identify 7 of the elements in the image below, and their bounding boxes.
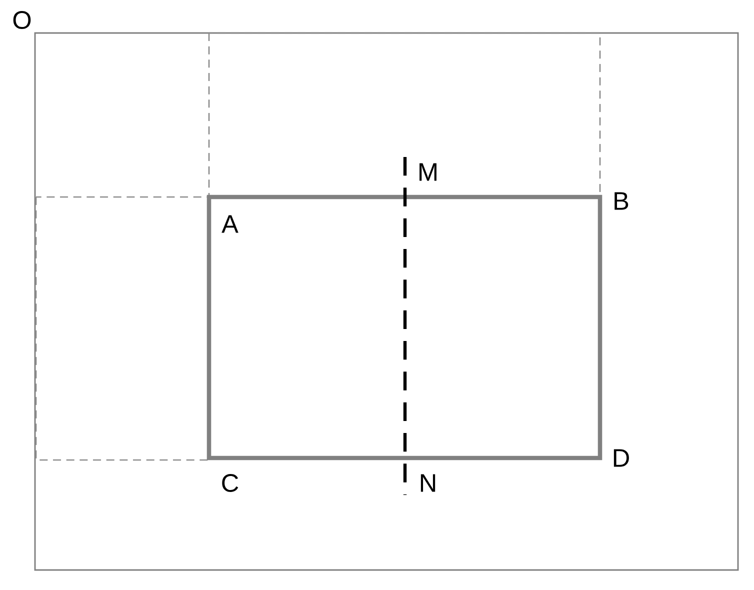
point-label: N [420,474,436,492]
point-label: O [13,11,31,29]
point-label: C [222,474,238,492]
point-label: M [420,163,436,181]
point-label: B [614,192,628,210]
point-label: D [614,449,629,467]
point-label: A [222,215,238,233]
